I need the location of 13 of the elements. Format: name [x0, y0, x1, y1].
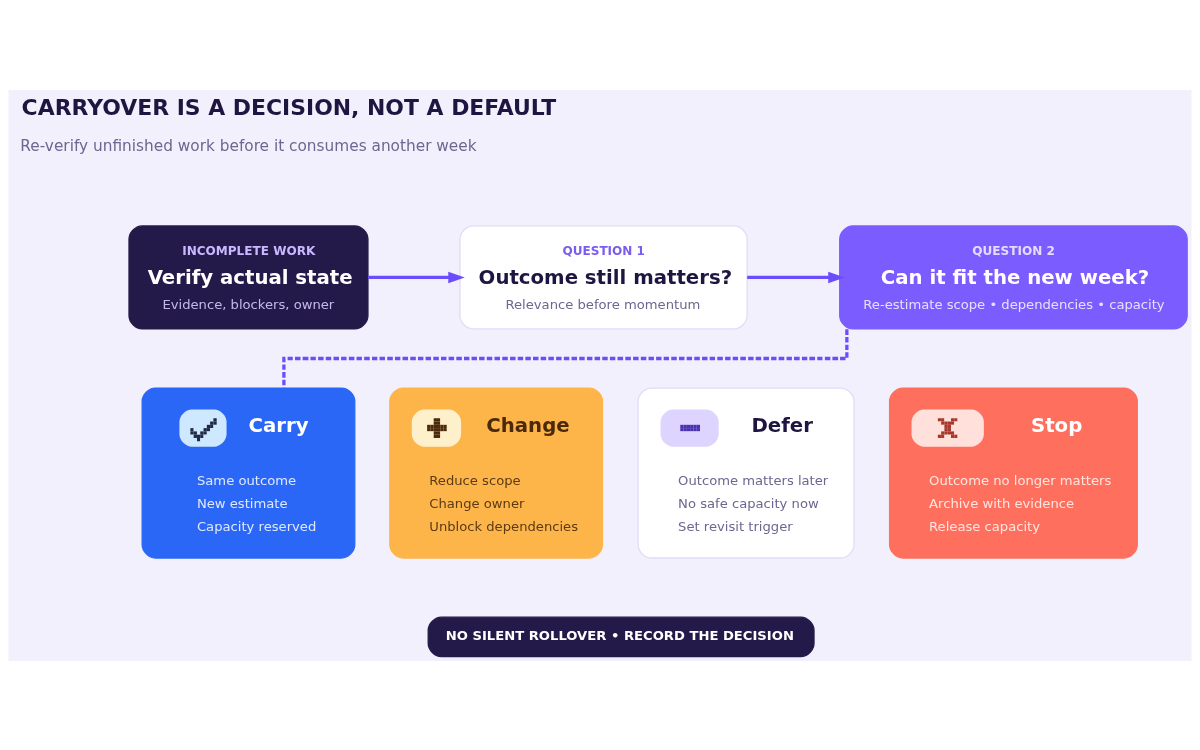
- arrow: [747, 271, 845, 283]
- node-box: QUESTION 2 Can it fit the new week? Re-estimate scope • dependencies • capacity: [839, 224, 1188, 330]
- node-box: Carry Same outcome New estimate Capacity reserved: [141, 386, 356, 559]
- diagram-title: CARRYOVER IS A DECISION, NOT A DEFAULT: [21, 94, 557, 120]
- node-box: Stop Outcome no longer matters Archive with evidence Release capacity: [888, 386, 1138, 559]
- node-box: INCOMPLETE WORK Verify actual state Evidence, blockers, owner: [128, 224, 369, 330]
- connector: [282, 328, 849, 388]
- label: Re-verify unfinished work before it consumes another week: [20, 136, 477, 155]
- node-box: NO SILENT ROLLOVER • RECORD THE DECISION: [427, 616, 815, 657]
- node-box: Change Reduce scope Change owner Unblock dependencies: [389, 386, 604, 559]
- node-box: Defer Outcome matters later No safe capacity now Set revisit trigger: [637, 386, 855, 559]
- node-box: QUESTION 1 Outcome still matters? Relevance before momentum: [459, 224, 748, 330]
- arrow: [368, 271, 465, 283]
